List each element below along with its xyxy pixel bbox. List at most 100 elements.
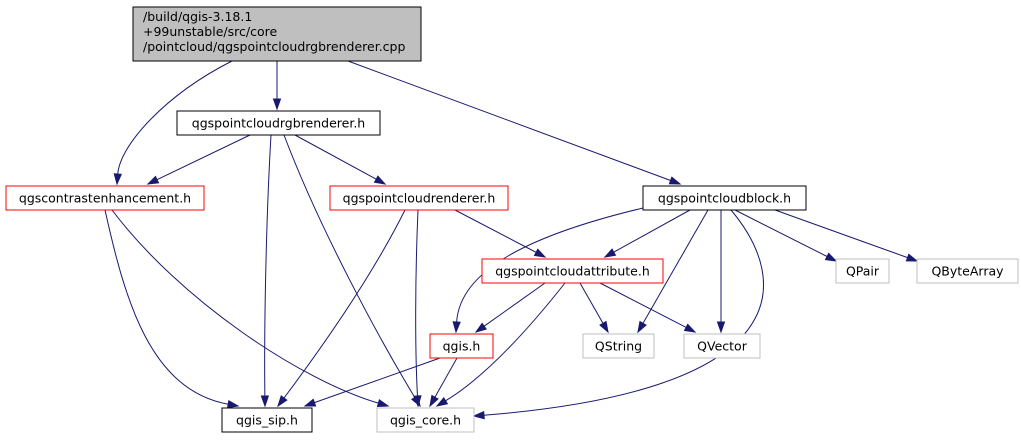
edge-line-attribute-to-qvector [599, 282, 687, 328]
node-box [5, 185, 205, 211]
arrowhead-attribute-to-qstring [599, 320, 609, 334]
edge-line-contrast-to-qgis_sip [104, 209, 229, 405]
arrowhead-root-to-contrast [113, 173, 122, 186]
node-qstring[interactable]: QString [582, 333, 655, 359]
edge-rgbrenderer-to-contrast [146, 134, 251, 185]
node-contrast[interactable]: qgscontrastenhancement.h [5, 185, 205, 211]
edge-line-block-to-attribute [613, 209, 691, 253]
edge-line-attribute-to-qgis [483, 282, 546, 327]
node-label: qgis.h [443, 339, 481, 354]
edge-line-qgis-to-qgis_core [434, 357, 458, 398]
arrowhead-qgis-to-qgis_core [429, 394, 439, 408]
arrowhead-attribute-to-qgis [474, 322, 487, 333]
edge-block-to-qstring [637, 209, 709, 334]
node-label: qgspointcloudattribute.h [495, 264, 650, 279]
arrowhead-block-to-qpair [824, 252, 838, 262]
node-label: /build/qgis-3.18.1 [143, 9, 252, 24]
node-box [329, 185, 509, 211]
arrowhead-qgis-to-qgis_sip [303, 398, 317, 407]
edge-block-to-qbytearray [774, 209, 919, 262]
arrowhead-renderer-to-qgis_sip [277, 395, 288, 408]
node-qvector[interactable]: QVector [683, 333, 761, 359]
edge-line-block-to-qgis_core [483, 209, 764, 416]
node-rgbrenderer[interactable]: qgspointcloudrgbrenderer.h [176, 110, 381, 136]
node-box [683, 333, 761, 359]
edge-line-renderer-to-attribute [454, 209, 537, 253]
edge-root-to-block [347, 60, 682, 185]
node-label: qgspointcloudrgbrenderer.h [192, 116, 365, 131]
edge-attribute-to-qstring [579, 282, 609, 334]
edge-line-renderer-to-qgis_sip [283, 209, 406, 399]
edge-line-block-to-qstring [642, 209, 709, 324]
node-box [835, 258, 890, 284]
node-label: qgis_core.h [390, 413, 461, 428]
arrowhead-root-to-block [668, 176, 682, 185]
node-box [642, 185, 807, 211]
edge-line-root-to-contrast [117, 60, 233, 175]
arrowhead-attribute-to-qgis_core [435, 396, 449, 407]
edge-line-root-to-block [347, 60, 671, 181]
arrowhead-block-to-qgis [452, 321, 461, 334]
arrowhead-rgbrenderer-to-contrast [146, 175, 160, 185]
edge-attribute-to-qvector [599, 282, 697, 333]
node-label: QByteArray [931, 264, 1004, 279]
edge-qgis-to-qgis_sip [303, 357, 441, 407]
edge-root-to-contrast [113, 60, 233, 186]
node-box [916, 258, 1019, 284]
edge-attribute-to-qgis [474, 282, 546, 333]
edge-line-block-to-qgis [456, 207, 644, 323]
node-qgis[interactable]: qgis.h [429, 333, 494, 359]
node-label: QPair [846, 264, 880, 279]
edge-line-qgis-to-qgis_sip [314, 357, 441, 404]
edge-line-rgbrenderer-to-qgis_sip [264, 134, 272, 397]
node-label: qgscontrastenhancement.h [19, 191, 191, 206]
node-label: qgspointcloudrenderer.h [343, 191, 496, 206]
arrowhead-renderer-to-attribute [533, 248, 547, 258]
nodes-layer: /build/qgis-3.18.1+99unstable/src/core/p… [5, 6, 1019, 433]
edge-line-renderer-to-qgis_core [415, 209, 419, 397]
edge-block-to-qpair [734, 209, 838, 262]
node-attribute[interactable]: qgspointcloudattribute.h [481, 258, 664, 284]
edge-renderer-to-attribute [454, 209, 547, 258]
edge-block-to-qgis_core [472, 209, 764, 420]
arrowhead-block-to-qgis_core [472, 410, 485, 420]
edge-root-to-rgbrenderer [272, 61, 282, 111]
arrowhead-block-to-qbytearray [905, 253, 919, 262]
arrowhead-contrast-to-qgis_sip [226, 399, 240, 409]
edges-layer [104, 60, 919, 420]
edge-line-block-to-qpair [734, 209, 828, 257]
edge-renderer-to-qgis_sip [277, 209, 406, 408]
node-qgis-sip[interactable]: qgis_sip.h [221, 407, 313, 433]
node-box [481, 258, 664, 284]
edge-contrast-to-qgis_sip [104, 209, 240, 409]
arrowhead-block-to-qstring [637, 320, 647, 334]
node-qgis-core[interactable]: qgis_core.h [376, 407, 475, 433]
node-block[interactable]: qgspointcloudblock.h [642, 185, 807, 211]
node-qbytearray[interactable]: QByteArray [916, 258, 1019, 284]
node-box [132, 6, 422, 62]
arrowhead-rgbrenderer-to-renderer [373, 175, 387, 185]
node-renderer[interactable]: qgspointcloudrenderer.h [329, 185, 509, 211]
arrowhead-block-to-qvector [716, 321, 726, 334]
arrowhead-rgbrenderer-to-qgis_sip [260, 395, 270, 408]
edge-renderer-to-qgis_core [413, 209, 422, 408]
arrowhead-root-to-rgbrenderer [272, 98, 282, 111]
node-label: QVector [697, 339, 748, 354]
node-label: qgspointcloudblock.h [658, 191, 791, 206]
edge-block-to-attribute [603, 209, 691, 258]
edge-line-contrast-to-qgis_core [111, 209, 379, 404]
node-box [582, 333, 655, 359]
edge-line-rgbrenderer-to-contrast [156, 134, 251, 181]
node-label: QString [595, 339, 642, 354]
arrowhead-contrast-to-qgis_core [376, 398, 390, 408]
node-box [376, 407, 475, 433]
edge-line-block-to-qbytearray [774, 209, 908, 259]
arrowhead-block-to-attribute [603, 248, 617, 258]
node-root[interactable]: /build/qgis-3.18.1+99unstable/src/core/p… [132, 6, 422, 62]
node-label: /pointcloud/qgspointcloudrgbrenderer.cpp [143, 39, 405, 54]
node-label: qgis_sip.h [236, 413, 298, 428]
node-box [429, 333, 494, 359]
edge-attribute-to-qgis_core [435, 282, 566, 407]
node-qpair[interactable]: QPair [835, 258, 890, 284]
